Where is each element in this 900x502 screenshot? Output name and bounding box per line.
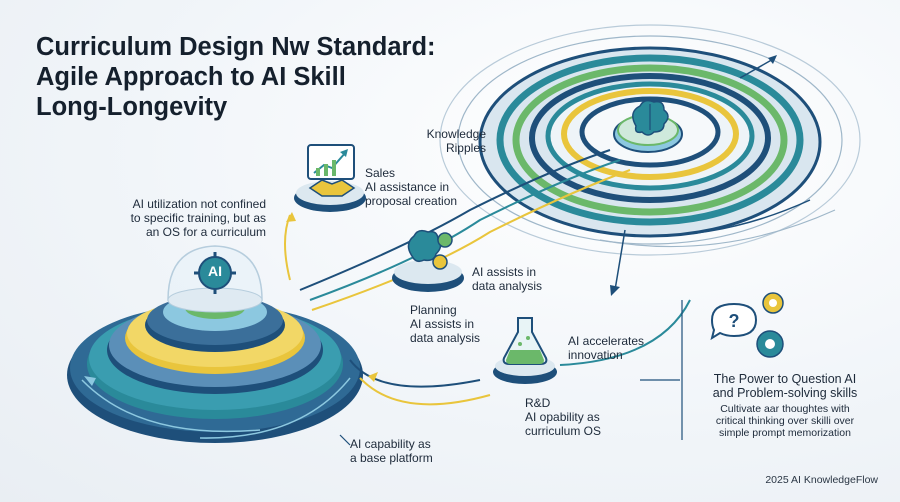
brain-icon	[632, 99, 669, 136]
gears-icon	[756, 292, 784, 358]
sales-label: Sales AI assistance in proposal creation	[365, 166, 485, 208]
title-line-1: Curriculum Design Nw Standard:	[36, 33, 436, 61]
title-line-3: Long-Longevity	[36, 93, 228, 121]
planning-label: Planning AI assists in data analysis	[410, 303, 520, 345]
knowledge-ripples	[439, 24, 861, 256]
footer-credit: 2025 AI KnowledgeFlow	[765, 474, 878, 486]
svg-text:?: ?	[729, 311, 740, 331]
planning-node	[392, 260, 464, 292]
question-title-line-2: and Problem-solving skills	[712, 386, 858, 400]
page-title: Curriculum Design Nw Standard: Agile App…	[36, 32, 496, 122]
rnd-side-note: AI accelerates innovation	[568, 334, 645, 362]
base-platform-caption: AI capability as a base platform	[350, 437, 433, 465]
question-title-line-1: The Power to Question AI	[713, 372, 857, 386]
planning-side-note: AI assists in data analysis	[472, 265, 543, 293]
rnd-label: R&D AI opability as curriculum OS	[525, 396, 635, 438]
question-panel: The Power to Question AI and Problem-sol…	[690, 372, 880, 439]
os-curriculum-note: AI utilization not confined to specific …	[130, 197, 266, 239]
title-line-2: Agile Approach to AI Skill	[36, 63, 346, 91]
knowledge-ripples-label: Knowledge Ripples	[426, 127, 486, 155]
rnd-title: R&D	[525, 396, 551, 410]
planning-title: Planning	[410, 303, 457, 317]
handshake-icon	[308, 179, 356, 197]
ai-chip-icon	[194, 252, 236, 294]
base-platform	[67, 293, 363, 443]
question-bubble-icon: ?	[710, 302, 758, 341]
brain-gear-icon	[407, 229, 453, 270]
sales-node	[294, 144, 366, 212]
flask-icon	[502, 317, 548, 365]
flow-paths	[284, 149, 691, 446]
growth-chart-icon	[313, 149, 348, 176]
ai-chip-label: AI	[208, 263, 222, 279]
sales-title: Sales	[365, 166, 396, 180]
